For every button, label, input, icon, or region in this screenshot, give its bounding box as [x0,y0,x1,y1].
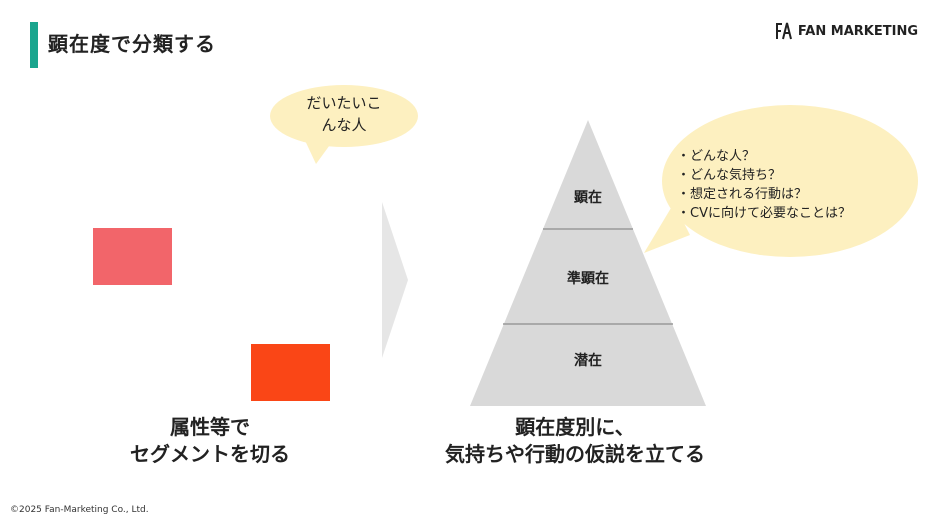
pyramid-tier-latent: 潜在 [574,353,602,369]
question-item: ・どんな人？ [677,149,756,164]
copyright-text: ©2025 Fan-Marketing Co., Ltd. [10,505,149,515]
question-item: ・想定される行動は？ [677,187,808,202]
caption-left: 属性等で セグメントを切る [90,414,330,468]
question-list: ・どんな人？ ・どんな気持ち？ ・想定される行動は？ ・CVに向けて必要なことは… [677,147,851,223]
pyramid-tier-overt: 顕在 [574,190,602,206]
question-item: ・CVに向けて必要なことは？ [677,206,851,221]
caption-right: 顕在度別に、 気持ちや行動の仮説を立てる [410,414,740,468]
brand-logo: FAN MARKETING [775,22,918,40]
caption-line: セグメントを切る [130,442,290,466]
segment-block-orange [251,344,330,401]
speech-bubble-text: だいたいこ んな人 [268,92,420,136]
question-item: ・どんな気持ち？ [677,168,782,183]
caption-line: 気持ちや行動の仮説を立てる [445,442,705,466]
chevron-right-icon [382,202,408,358]
pyramid-icon [470,120,706,406]
pyramid-tier-semi-overt: 準顕在 [567,271,609,287]
segment-block-pink [93,228,172,285]
page-title: 顕在度で分類する [48,32,216,56]
speech-bubble-icon [270,85,418,164]
speech-bubble-line: んな人 [321,116,367,134]
caption-line: 属性等で [170,415,250,439]
title-accent-bar [30,22,38,68]
fan-marketing-logo-icon [775,22,792,40]
logo-text: FAN MARKETING [797,23,918,39]
speech-bubble-line: だいたいこ [306,94,382,112]
speech-bubble-icon [644,105,918,257]
caption-line: 顕在度別に、 [515,415,635,439]
